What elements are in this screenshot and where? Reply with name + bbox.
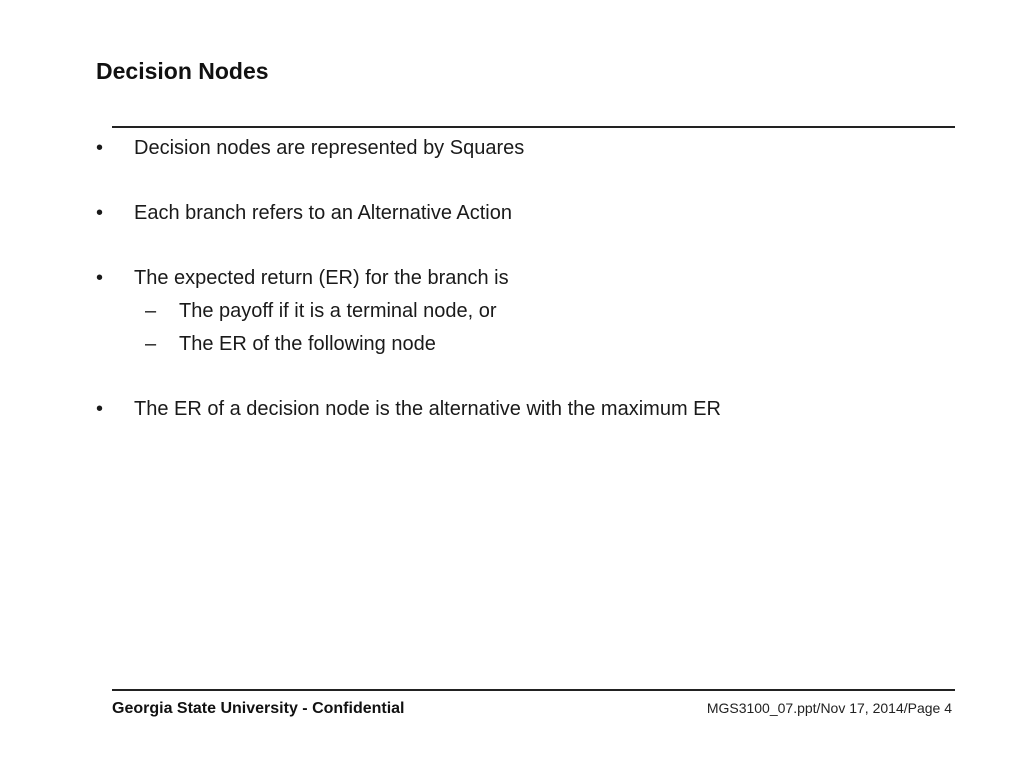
bullet-text: Each branch refers to an Alternative Act… bbox=[134, 202, 512, 224]
sub-bullet-item: – The payoff if it is a terminal node, o… bbox=[96, 299, 956, 323]
sub-bullet-text: The payoff if it is a terminal node, or bbox=[179, 300, 497, 322]
footer-page-info: MGS3100_07.ppt/Nov 17, 2014/Page 4 bbox=[706, 700, 952, 716]
bullet-marker: • bbox=[96, 137, 104, 159]
bullet-text: Decision nodes are represented by Square… bbox=[134, 137, 525, 159]
bullet-item: • Each branch refers to an Alternative A… bbox=[96, 201, 956, 225]
sub-bullet-text: The ER of the following node bbox=[179, 333, 436, 355]
bullet-text: The ER of a decision node is the alterna… bbox=[134, 398, 721, 420]
sub-bullet-item: – The ER of the following node bbox=[96, 332, 956, 356]
sub-bullet-marker: – bbox=[145, 333, 157, 355]
bullet-item: • The expected return (ER) for the branc… bbox=[96, 266, 956, 290]
bullet-list: • Decision nodes are represented by Squa… bbox=[96, 136, 956, 421]
bullet-marker: • bbox=[96, 398, 104, 420]
bullet-item: • The ER of a decision node is the alter… bbox=[96, 397, 956, 421]
bullet-item: • Decision nodes are represented by Squa… bbox=[96, 136, 956, 160]
title-divider bbox=[112, 126, 955, 128]
footer-organization: Georgia State University - Confidential bbox=[112, 700, 405, 717]
bullet-marker: • bbox=[96, 267, 104, 289]
slide-title: Decision Nodes bbox=[96, 58, 269, 84]
bullet-text: The expected return (ER) for the branch … bbox=[134, 267, 509, 289]
footer-divider bbox=[112, 689, 955, 691]
bullet-marker: • bbox=[96, 202, 104, 224]
sub-bullet-marker: – bbox=[145, 300, 157, 322]
